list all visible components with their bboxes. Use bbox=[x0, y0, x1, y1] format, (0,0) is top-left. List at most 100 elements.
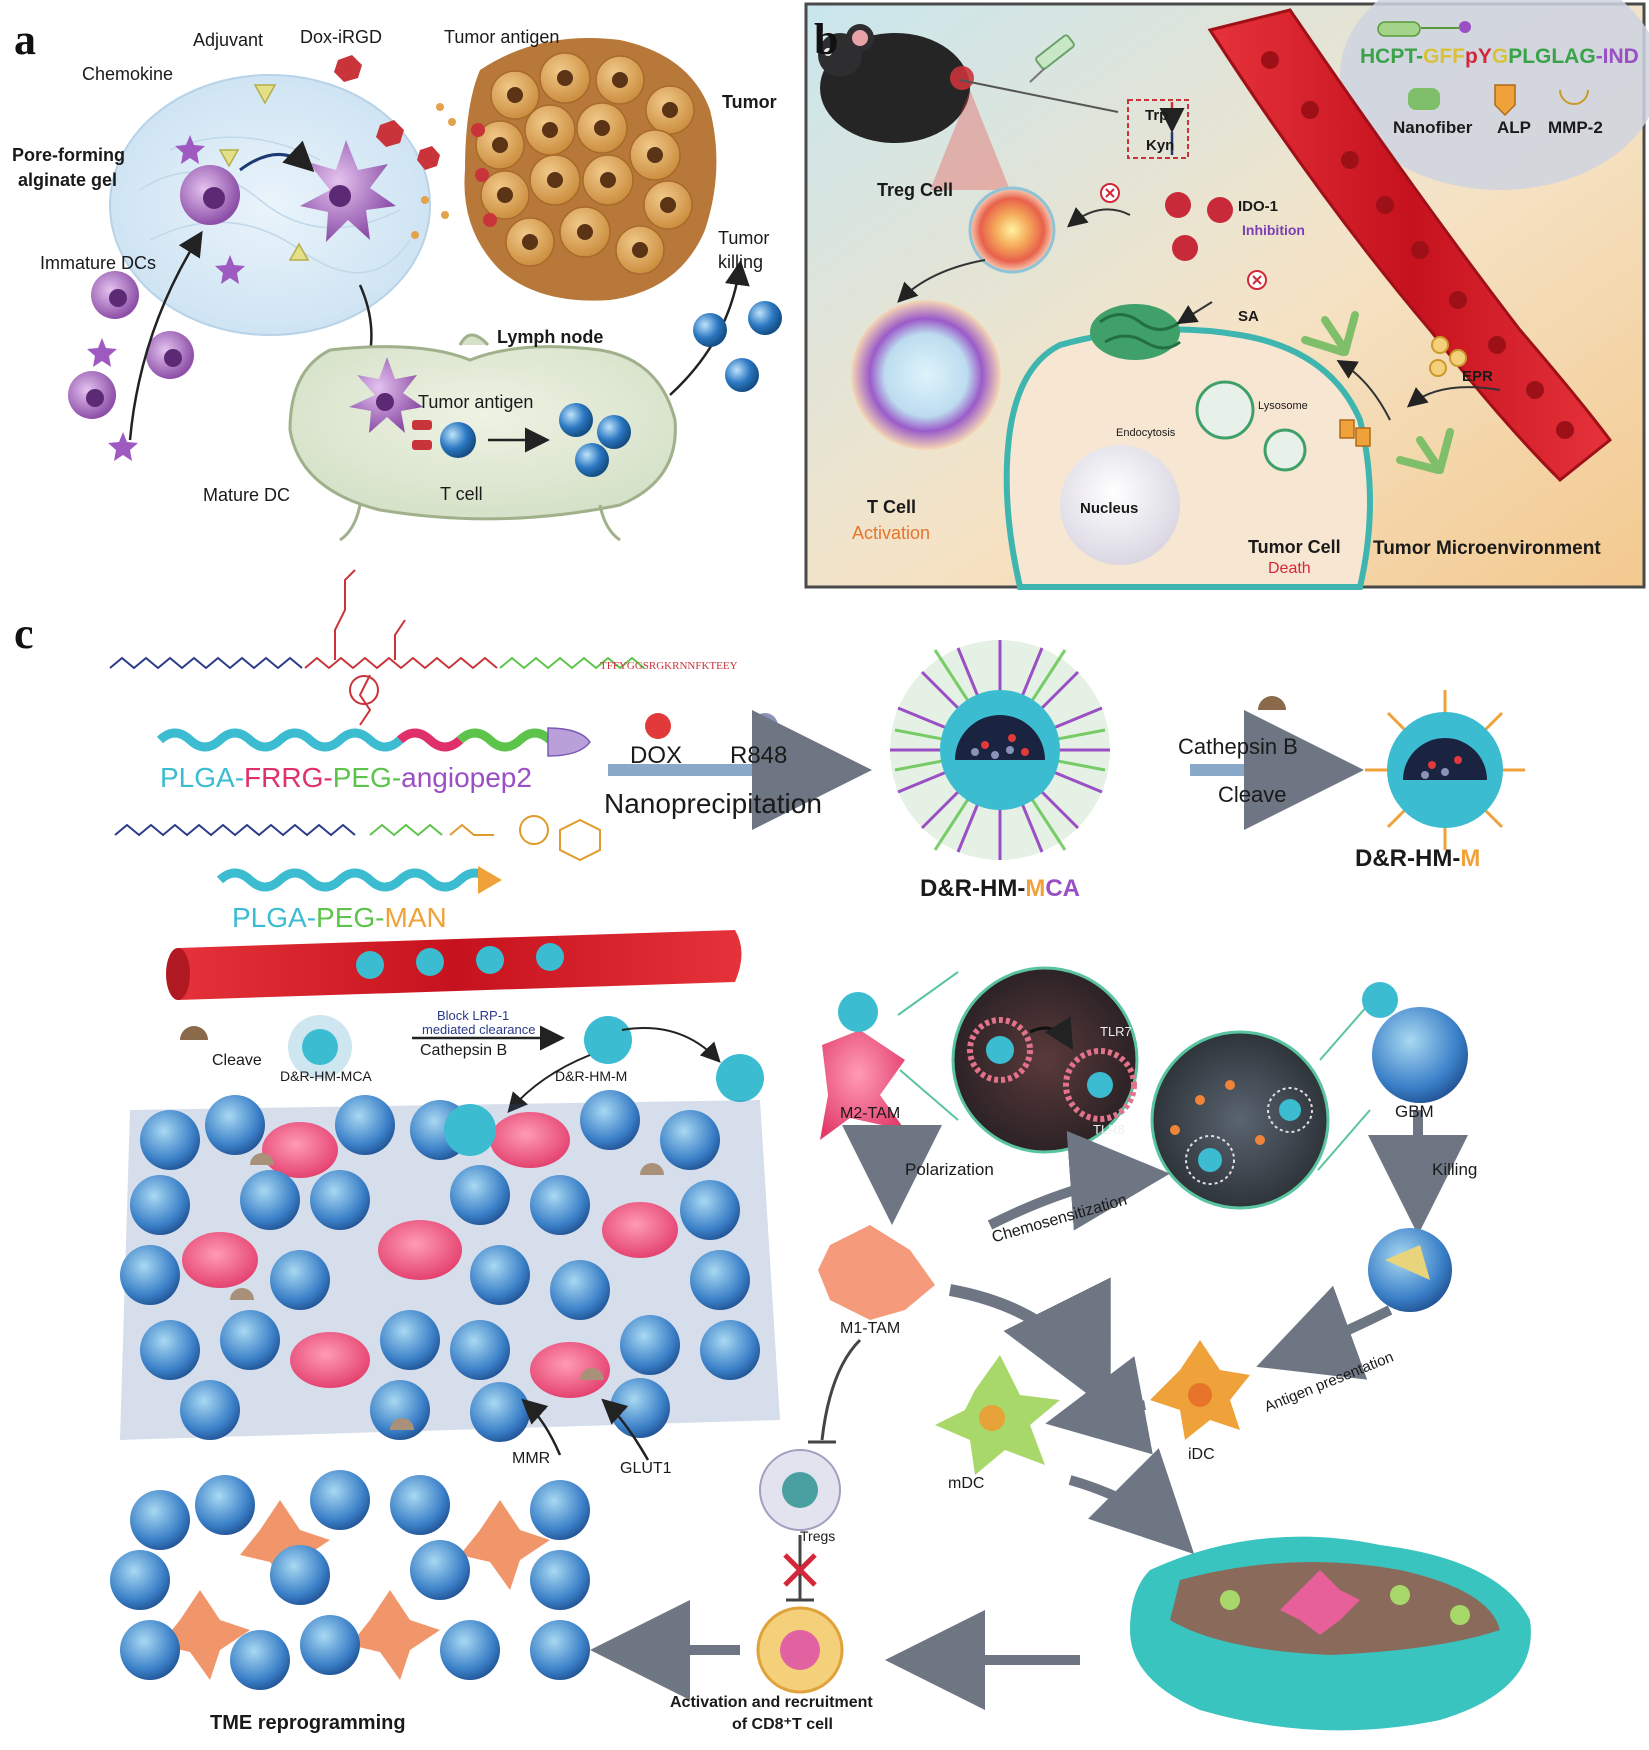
peptide-part: pY bbox=[1465, 45, 1492, 68]
polymer1-part: PLGA bbox=[160, 762, 235, 793]
panel-b-label: b bbox=[814, 15, 839, 64]
nanofiber-bundle bbox=[1301, 311, 1454, 474]
label-treg-cell: Treg Cell bbox=[877, 180, 954, 200]
label-r848: R848 bbox=[730, 742, 788, 769]
nanoparticle-mca bbox=[890, 640, 1110, 860]
peptide-sequence-c: TFFYGGSRGKRNNFKTEEY bbox=[600, 660, 738, 672]
m-part: M bbox=[1460, 845, 1481, 872]
label-tregs: Tregs bbox=[800, 1528, 836, 1544]
label-cathepsin-b-top: Cathepsin B bbox=[1178, 734, 1298, 759]
label-m2-tam: M2-TAM bbox=[840, 1105, 901, 1122]
label-chemokine: Chemokine bbox=[82, 64, 174, 84]
label-tumor-antigen-ln: Tumor antigen bbox=[418, 392, 534, 412]
peptide-part: -IND bbox=[1595, 45, 1639, 68]
polymer1-part: PEG bbox=[332, 762, 392, 793]
mouse bbox=[818, 24, 974, 143]
zoom-gbm-interior bbox=[1150, 1030, 1330, 1210]
m-part: D&R-HM- bbox=[1355, 845, 1461, 872]
polymer2-part: PLGA bbox=[232, 902, 307, 933]
label-tumor-antigen-top: Tumor antigen bbox=[444, 27, 560, 47]
mca-part: CA bbox=[1045, 875, 1080, 902]
label-dox-irgd: Dox-iRGD bbox=[300, 27, 383, 47]
label-nucleus: Nucleus bbox=[1080, 500, 1139, 517]
peptide-part: G bbox=[1491, 45, 1509, 68]
label-polarization: Polarization bbox=[905, 1160, 994, 1179]
immature-dc-in-gel bbox=[180, 165, 240, 225]
panel-c-label: c bbox=[14, 609, 34, 658]
label-activation: Activation bbox=[852, 523, 931, 543]
label-gel-line1: Pore-forming bbox=[12, 145, 126, 165]
label-lysosome: Lysosome bbox=[1258, 400, 1308, 412]
label-d-r-hm-m: D&R-HM-M bbox=[1355, 845, 1480, 873]
dying-gbm-cell bbox=[1368, 1228, 1452, 1312]
cd8-t-cell bbox=[756, 1606, 844, 1694]
label-d-r-hm-m-small: D&R-HM-M bbox=[555, 1068, 628, 1084]
label-ido1: IDO-1 bbox=[1238, 198, 1279, 215]
polymer2-part: - bbox=[375, 902, 385, 933]
label-activation-line1: Activation and recruitment bbox=[670, 1694, 873, 1711]
gbm-cell bbox=[1362, 982, 1468, 1103]
mdc-cell bbox=[935, 1355, 1060, 1475]
label-tlr8: TLR8 bbox=[1093, 1122, 1125, 1137]
polymer2-part: MAN bbox=[384, 902, 447, 933]
label-killing: Killing bbox=[1432, 1160, 1478, 1179]
peptide-part: GFF bbox=[1423, 45, 1465, 68]
label-tumor-killing-line2: killing bbox=[718, 252, 764, 272]
panel-b-artwork bbox=[804, 0, 1649, 590]
label-sa: SA bbox=[1238, 308, 1259, 325]
label-epr: EPR bbox=[1462, 368, 1493, 385]
blood-vessel-c bbox=[166, 930, 742, 1000]
zoom-endosome-tlr bbox=[951, 966, 1139, 1154]
gbm-tissue bbox=[120, 1090, 780, 1442]
label-immature-dcs: Immature DCs bbox=[40, 253, 157, 273]
immature-dcs-outside bbox=[68, 271, 194, 419]
lymph-node-c bbox=[1130, 1536, 1531, 1731]
label-d-r-hm-mca: D&R-HM-MCA bbox=[920, 875, 1080, 903]
peptide-part: HCPT- bbox=[1360, 45, 1423, 68]
label-tlr7: TLR7 bbox=[1100, 1024, 1132, 1039]
mca-part: D&R-HM- bbox=[920, 875, 1026, 902]
polymer1-part: - bbox=[323, 762, 333, 793]
label-kyn: Kyn bbox=[1146, 137, 1175, 154]
label-mature-dc: Mature DC bbox=[203, 485, 291, 505]
label-adjuvant: Adjuvant bbox=[193, 30, 264, 50]
label-dox: DOX bbox=[630, 742, 683, 769]
polymer2-label: PLGA-PEG-MAN bbox=[232, 902, 447, 934]
label-activation-line2: of CD8⁺T cell bbox=[732, 1716, 833, 1733]
label-block-line1: Block LRP-1 bbox=[437, 1008, 510, 1023]
m1-tam-cell bbox=[818, 1225, 935, 1320]
lymph-node bbox=[288, 333, 677, 542]
label-tumor-microenvironment: Tumor Microenvironment bbox=[1373, 538, 1601, 559]
label-tumor-cell: Tumor Cell bbox=[1248, 537, 1341, 557]
label-gbm: GBM bbox=[1395, 1102, 1434, 1121]
polymer1-part: - bbox=[234, 762, 245, 793]
label-endocytosis: Endocytosis bbox=[1116, 427, 1176, 439]
blood-vessel-b bbox=[1207, 8, 1613, 483]
peptide-sequence-legend: HCPT-GFFpYGPLGLAG-IND bbox=[1360, 45, 1639, 69]
panel-a-artwork bbox=[68, 38, 782, 542]
tumor-mass bbox=[464, 38, 717, 301]
legend-alp: ALP bbox=[1497, 118, 1531, 137]
label-block-line2: mediated clearance bbox=[422, 1022, 536, 1037]
polymer2-part: PEG bbox=[316, 902, 376, 933]
mca-part: M bbox=[1025, 875, 1046, 902]
label-mmr: MMR bbox=[512, 1450, 551, 1467]
legend-nanofiber: Nanofiber bbox=[1393, 118, 1473, 137]
dox-sphere bbox=[645, 713, 671, 739]
polymer2-part: - bbox=[306, 902, 317, 933]
nanoparticle-m bbox=[1365, 690, 1525, 850]
r848-sphere bbox=[752, 713, 778, 739]
peptide-part: PLGLAG bbox=[1508, 45, 1596, 68]
label-cleave: Cleave bbox=[212, 1052, 262, 1069]
label-t-cell-a: T cell bbox=[440, 484, 483, 504]
m2-tam-cell bbox=[820, 992, 905, 1140]
t-cell-b bbox=[851, 300, 1001, 450]
legend-mmp2: MMP-2 bbox=[1548, 118, 1603, 137]
label-trp: Trp bbox=[1145, 107, 1169, 124]
effector-t-cells bbox=[693, 301, 782, 392]
syringe bbox=[1029, 34, 1075, 83]
polymer1-part: - bbox=[391, 762, 402, 793]
label-tumor-killing-line1: Tumor bbox=[718, 228, 770, 248]
